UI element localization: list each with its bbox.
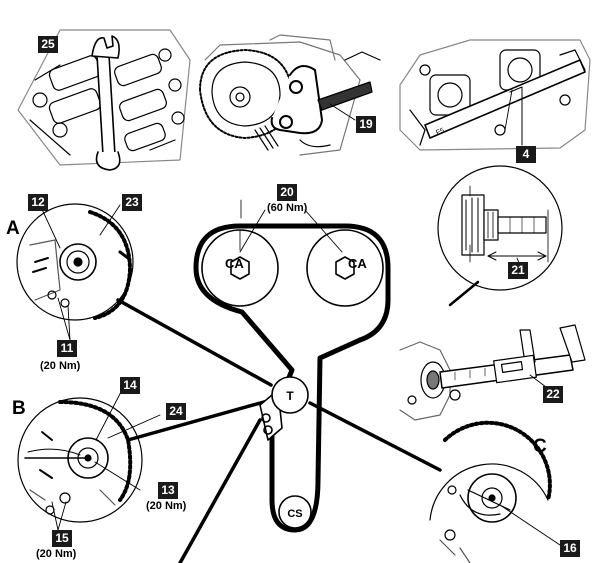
callout-22: 22 <box>543 386 563 403</box>
tensioner-pulley <box>259 376 309 441</box>
crankshaft-pulley <box>278 495 312 529</box>
torque-13: (20 Nm) <box>146 500 187 512</box>
panel-22-caliper <box>399 324 586 421</box>
tensioner-label: T <box>286 389 294 403</box>
timing-belt <box>193 223 391 533</box>
detail-b-tensioner <box>17 397 143 523</box>
panel-19-sprocket-holding-tool <box>199 34 381 156</box>
callout-12: 12 <box>28 194 48 211</box>
callout-16: 16 <box>560 540 580 557</box>
camshaft-pulley-right <box>306 229 384 307</box>
callout-21: 21 <box>508 262 528 279</box>
panel-4-camshaft-setting-bar <box>399 39 591 151</box>
camshaft-left-label: CA <box>225 256 244 271</box>
callout-11: 11 <box>57 340 77 357</box>
detail-a-tensioner <box>16 203 134 321</box>
callout-19: 19 <box>356 116 376 133</box>
callout-20-leaders <box>239 209 343 253</box>
camshaft-right-label: CA <box>348 256 367 271</box>
detail-c-tensioner <box>429 420 552 563</box>
camshaft-pulley-left <box>201 199 279 307</box>
detail-connectors <box>116 280 480 563</box>
detail-21-pulley-bolt <box>437 165 563 291</box>
callout-13: 13 <box>158 482 178 499</box>
crankshaft-label: CS <box>287 508 302 520</box>
callout-4: 4 <box>516 146 536 163</box>
callout-14: 14 <box>120 377 140 394</box>
detail-letter-c: C <box>533 436 547 457</box>
callout-24: 24 <box>166 403 186 420</box>
torque-20: (60 Nm) <box>267 202 308 214</box>
torque-11: (20 Nm) <box>40 360 81 372</box>
tool-marking: F5 <box>435 127 445 137</box>
callout-23: 23 <box>122 194 142 211</box>
torque-15: (20 Nm) <box>36 548 77 560</box>
callout-20: 20 <box>277 184 297 201</box>
callout-15: 15 <box>52 530 72 547</box>
panel-25-camshaft-spanner <box>17 29 191 171</box>
leader-lines <box>39 89 561 546</box>
detail-letter-b: B <box>12 398 26 419</box>
detail-letter-a: A <box>6 218 20 239</box>
callout-25: 25 <box>38 36 58 53</box>
